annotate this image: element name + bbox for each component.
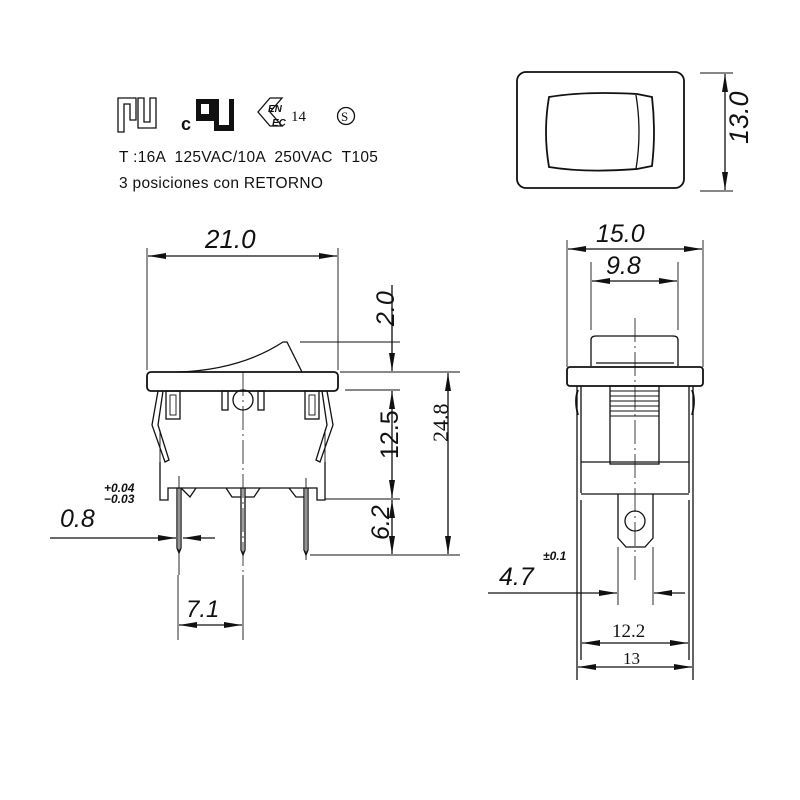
semko-letter: S [341, 109, 348, 124]
dim-clip-width: 13 [623, 649, 640, 668]
dim-terminal-thickness: 0.8 [60, 505, 95, 533]
dim-terminal-length: 6.2 [367, 505, 395, 540]
ul-mark-icon [117, 97, 157, 133]
dim-body-height: 12.5 [376, 410, 404, 459]
dim-actuator-width: 9.8 [606, 252, 641, 280]
front-view [50, 248, 460, 640]
cul-c-letter: c [181, 114, 191, 134]
top-view [516, 71, 733, 192]
dim-terminal-width: 4.7 [499, 563, 535, 591]
enec-mark-icon: EN EC 14 [257, 97, 307, 129]
dim-front-width: 21.0 [204, 224, 256, 254]
top-view-bezel [516, 71, 685, 189]
dim-bezel-width: 15.0 [596, 220, 645, 248]
dim-actuator-height: 2.0 [372, 291, 400, 327]
top-view-rocker [545, 92, 655, 172]
side-view [488, 240, 704, 680]
semko-mark-icon: S [336, 106, 356, 126]
cul-mark-icon: c [181, 99, 234, 134]
dim-total-height: 24.8 [428, 404, 453, 443]
front-bezel [146, 371, 339, 392]
tol-terminal-minus: −0.03 [104, 492, 135, 506]
positions-text: 3 posiciones con RETORNO [119, 175, 324, 192]
dim-body-width: 12.2 [612, 621, 645, 642]
enec-number: 14 [291, 109, 307, 125]
tol-terminal-width: ±0.1 [543, 549, 567, 563]
certification-marks: c EN EC 14 S [117, 97, 356, 134]
rating-text: T :16A 125VAC/10A 250VAC T105 [119, 149, 379, 166]
front-terminals [176, 476, 309, 575]
tol-terminal-plus: +0.04 [104, 481, 135, 495]
svg-text:EC: EC [272, 118, 287, 129]
dim-terminal-pitch: 7.1 [186, 596, 219, 623]
dim-top-height: 13.0 [724, 91, 754, 144]
svg-text:EN: EN [268, 104, 283, 115]
front-rocker [177, 341, 303, 373]
